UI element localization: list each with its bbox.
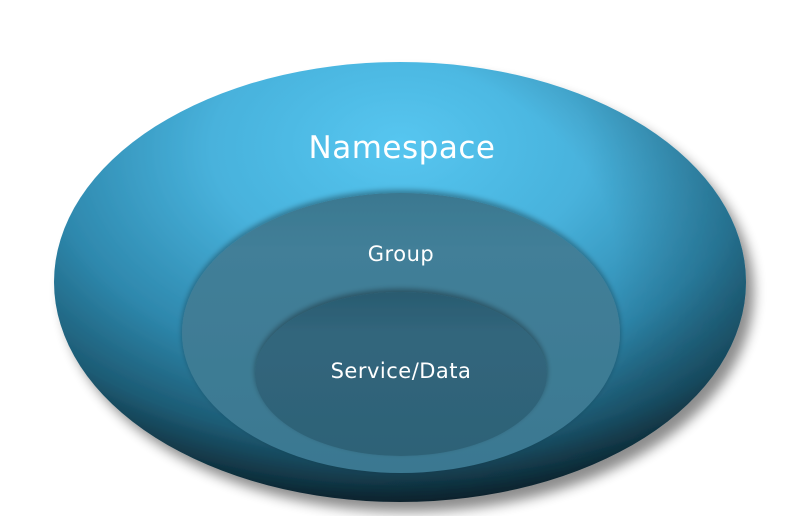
group-label: Group	[367, 242, 435, 266]
service-data-label: Service/Data	[330, 359, 472, 383]
service-data-ellipse	[255, 292, 547, 456]
namespace-label: Namespace	[308, 130, 496, 166]
